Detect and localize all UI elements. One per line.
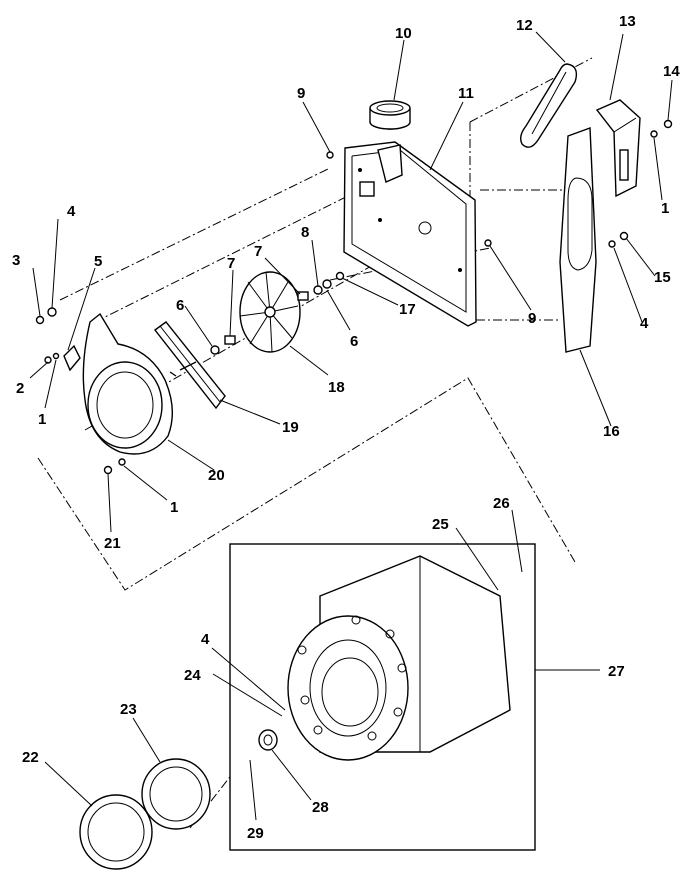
- callout-22: 22: [22, 749, 39, 766]
- callout-2: 2: [16, 380, 24, 397]
- callout-25: 25: [432, 516, 449, 533]
- callout-1: 1: [661, 200, 669, 217]
- callout-12: 12: [516, 17, 533, 34]
- callout-23: 23: [120, 701, 137, 718]
- callout-20: 20: [208, 467, 225, 484]
- callout-labels: 3 4 5 2 1 6 7 7 8 6 17 18 19 20 1 21 9 1…: [12, 13, 680, 842]
- callout-15: 15: [654, 269, 671, 286]
- callout-7: 7: [254, 243, 262, 260]
- callout-9: 9: [528, 310, 536, 327]
- blower-housing: [82, 312, 173, 455]
- callout-26: 26: [493, 495, 510, 512]
- callout-4: 4: [640, 315, 649, 332]
- drum-seal-strip: [559, 127, 597, 353]
- dryer-drum: [287, 555, 511, 761]
- callout-4: 4: [201, 631, 210, 648]
- callout-19: 19: [282, 419, 299, 436]
- callout-17: 17: [399, 301, 416, 318]
- lint-filters: [79, 758, 211, 870]
- callout-24: 24: [184, 667, 201, 684]
- callout-1: 1: [170, 499, 178, 516]
- callout-9: 9: [297, 85, 305, 102]
- callout-8: 8: [301, 224, 309, 241]
- callout-6: 6: [176, 297, 184, 314]
- callout-6: 6: [350, 333, 358, 350]
- leader-lines: [29, 31, 673, 821]
- idler-bracket: [595, 99, 641, 198]
- callout-7: 7: [227, 255, 235, 272]
- callout-27: 27: [608, 663, 625, 680]
- impeller-fan: [239, 271, 301, 353]
- duct-collar: [369, 100, 411, 130]
- blower-wheel: [154, 321, 226, 410]
- callout-4: 4: [67, 203, 76, 220]
- callout-29: 29: [247, 825, 264, 842]
- callout-16: 16: [603, 423, 620, 440]
- blower-bracket: [63, 344, 81, 372]
- callout-14: 14: [663, 63, 680, 80]
- callout-5: 5: [94, 253, 102, 270]
- drum-bearing: [258, 729, 278, 751]
- callout-10: 10: [395, 25, 412, 42]
- shaft-spacers: [210, 271, 345, 355]
- drive-belt: [519, 63, 578, 148]
- callout-21: 21: [104, 535, 121, 552]
- callout-28: 28: [312, 799, 329, 816]
- callout-11: 11: [458, 85, 474, 102]
- callout-1: 1: [38, 411, 46, 428]
- rear-bulkhead-panel: [343, 141, 477, 327]
- callout-18: 18: [328, 379, 345, 396]
- callout-3: 3: [12, 252, 20, 269]
- callout-13: 13: [619, 13, 636, 30]
